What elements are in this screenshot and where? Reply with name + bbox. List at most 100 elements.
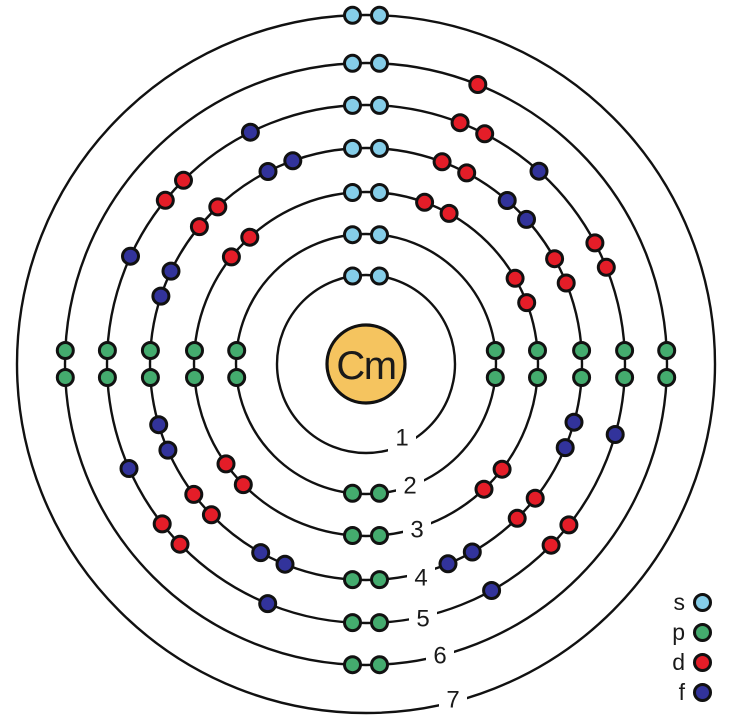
shell-1-label: 1 [395, 425, 408, 452]
electron-s-shell-2 [343, 225, 362, 245]
electron-d-shell-4 [432, 152, 452, 172]
electron-f-shell-5 [119, 459, 139, 478]
shell-1-label-mask [388, 423, 416, 453]
electron-d-shell-3 [439, 203, 459, 223]
electron-f-shell-5 [240, 122, 260, 142]
electron-p-shell-2 [227, 341, 247, 360]
electron-d-shell-3 [221, 247, 241, 267]
shell-2-label-mask [396, 471, 424, 501]
electron-s-shell-7 [370, 5, 389, 25]
electron-s-shell-1 [343, 266, 363, 286]
element-symbol: Cm [336, 344, 395, 388]
electron-f-shell-4 [555, 438, 575, 458]
orbital-legend: s p d f [672, 589, 712, 705]
electron-d-shell-5 [174, 170, 193, 190]
electron-f-shell-5 [121, 246, 140, 266]
electron-p-shell-4 [343, 570, 362, 590]
p-orbital-dot-icon [693, 623, 712, 642]
electron-f-shell-4 [517, 209, 536, 229]
legend-row-f: f [678, 679, 712, 705]
electron-f-shell-5 [605, 425, 625, 444]
electron-d-shell-4 [545, 249, 565, 269]
electron-f-shell-4 [151, 286, 171, 306]
electron-d-shell-5 [475, 124, 495, 144]
shell-7-orbit [15, 13, 717, 715]
legend-row-d: d [672, 649, 712, 675]
electron-p-shell-2 [370, 483, 389, 503]
electron-s-shell-4 [343, 138, 362, 158]
electron-s-shell-6 [370, 53, 389, 73]
shell-2-orbit [234, 232, 498, 496]
legend-label-f: f [678, 679, 685, 705]
electron-f-shell-4 [275, 554, 295, 574]
shell-3-label: 3 [410, 517, 423, 544]
electron-p-shell-6 [657, 341, 677, 360]
electron-p-shell-3 [528, 368, 547, 387]
electron-s-shell-5 [343, 95, 362, 115]
electron-d-shell-5 [596, 257, 616, 277]
electron-p-shell-5 [615, 368, 635, 387]
electron-d-shell-4 [507, 508, 527, 528]
electron-p-shell-3 [370, 526, 389, 545]
electron-d-shell-4 [208, 197, 228, 217]
electron-d-shell-5 [450, 113, 470, 133]
electron-p-shell-5 [615, 341, 635, 360]
s-orbital-dot-icon [693, 593, 712, 612]
shell-6-label-mask [426, 641, 454, 671]
electron-d-shell-3 [240, 227, 260, 247]
electron-s-shell-1 [369, 266, 389, 286]
electron-d-shell-5 [559, 515, 579, 535]
electron-p-shell-4 [572, 341, 592, 360]
electron-p-shell-5 [97, 341, 117, 360]
electron-d-shell-4 [457, 163, 477, 183]
shell-2-label: 2 [403, 473, 416, 500]
electron-p-shell-3 [185, 368, 204, 387]
electron-p-shell-2 [485, 368, 505, 387]
electron-d-shell-3 [474, 479, 494, 499]
electron-p-shell-3 [185, 341, 204, 360]
shell-7-label: 7 [446, 687, 459, 714]
electron-d-shell-3 [505, 268, 525, 288]
electron-p-shell-5 [343, 613, 362, 633]
shell-4-orbit [148, 146, 584, 582]
shell-7-label-mask [439, 685, 467, 715]
shell-1-orbit [275, 273, 457, 455]
electron-f-shell-5 [258, 594, 278, 614]
electron-f-shell-4 [149, 415, 169, 435]
electron-d-shell-3 [233, 475, 253, 495]
shell-3-orbit [192, 190, 540, 538]
electron-f-shell-4 [161, 261, 181, 281]
legend-label-d: d [672, 649, 685, 675]
legend-label-s: s [673, 589, 686, 615]
electron-p-shell-6 [370, 655, 389, 675]
electron-s-shell-3 [343, 183, 362, 202]
electron-d-shell-5 [152, 514, 172, 534]
electron-f-shell-4 [438, 554, 458, 574]
electron-f-shell-4 [462, 542, 482, 562]
electron-p-shell-6 [55, 341, 75, 360]
electron-d-shell-5 [585, 233, 605, 253]
electron-d-shell-4 [556, 273, 576, 293]
electron-f-shell-4 [283, 151, 303, 171]
electron-d-shell-3 [492, 459, 512, 479]
legend-row-s: s [673, 589, 712, 615]
electron-s-shell-5 [370, 95, 389, 115]
electron-d-shell-5 [155, 190, 175, 210]
f-orbital-dot-icon [693, 683, 712, 702]
electron-f-shell-4 [564, 412, 584, 432]
electron-s-shell-3 [370, 183, 389, 202]
electron-f-shell-4 [158, 440, 178, 460]
shell-5-label-mask [409, 604, 437, 634]
shell-3-label-mask [403, 515, 431, 545]
electron-f-shell-4 [497, 191, 517, 210]
electron-d-shell-5 [170, 534, 190, 554]
electron-p-shell-2 [343, 483, 362, 503]
electron-f-shell-4 [258, 162, 278, 181]
electron-f-shell-4 [251, 543, 271, 563]
electron-p-shell-4 [140, 341, 160, 360]
electron-f-shell-5 [529, 161, 549, 181]
shell-6-orbit [63, 61, 669, 667]
electron-s-shell-6 [343, 53, 362, 73]
